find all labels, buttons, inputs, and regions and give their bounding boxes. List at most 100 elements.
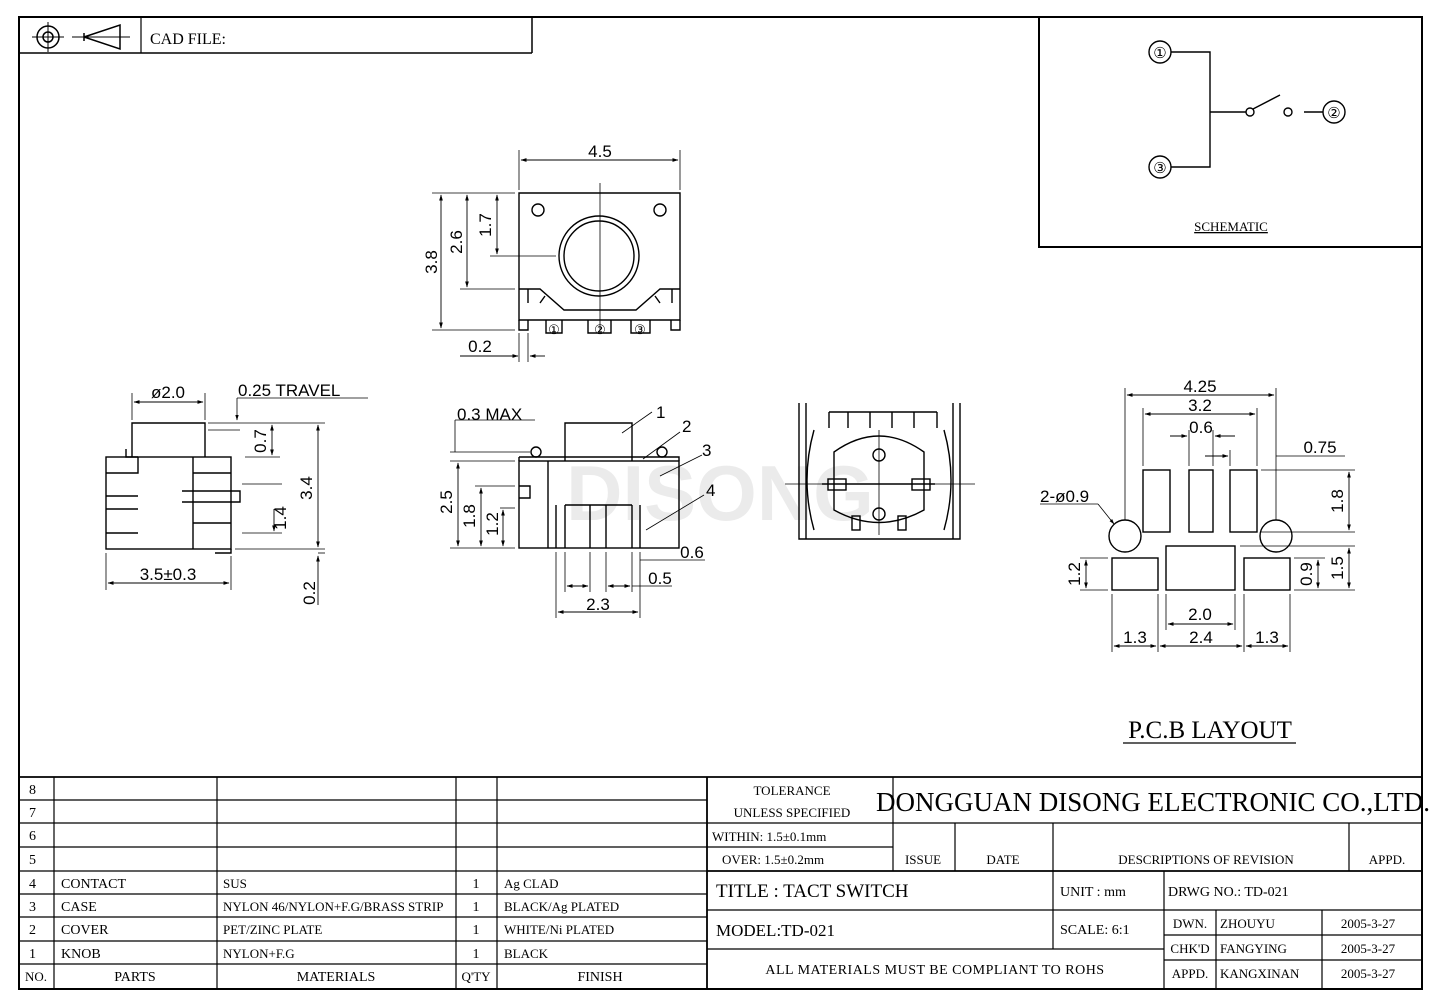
row-part: COVER [61, 923, 109, 938]
row-part: CONTACT [61, 877, 126, 892]
parts-table [19, 776, 1422, 989]
header-finish: FINISH [577, 970, 622, 985]
pcb-layout [1040, 388, 1355, 652]
row-no: 3 [29, 900, 36, 915]
dim-front-18: 1.8 [460, 504, 479, 528]
dim-pcb-32: 3.2 [1188, 396, 1212, 415]
dim-center-height: 1.7 [476, 213, 495, 237]
dim-diameter: ø2.0 [151, 383, 185, 402]
row-no: 4 [29, 877, 36, 892]
pin-label-2: ② [594, 322, 606, 337]
title-block-text: TOLERANCE UNLESS SPECIFIED WITHIN: 1.5±0… [712, 783, 1430, 981]
row-qty: 1 [473, 923, 480, 938]
parts-table-text: 8 7 6 5 4 3 2 1 CONTACT CASE COVER KNOB … [25, 783, 623, 985]
dim-travel: 0.25 TRAVEL [238, 381, 340, 400]
appd-header: APPD. [1369, 852, 1406, 867]
top-view [432, 150, 681, 362]
row-finish: BLACK [504, 946, 549, 961]
dim-height: 3.8 [422, 250, 441, 274]
dim-pcb-13a: 1.3 [1123, 628, 1147, 647]
drawing-number: DRWG NO.: TD-021 [1168, 885, 1289, 900]
row-material: NYLON 46/NYLON+F.G/BRASS STRIP [223, 899, 443, 914]
chk-name: FANGYING [1220, 941, 1287, 956]
dwn-name: ZHOUYU [1220, 916, 1275, 931]
dim-pcb-075: 0.75 [1303, 438, 1336, 457]
tolerance-within: WITHIN: 1.5±0.1mm [712, 829, 826, 844]
header-no: NO. [25, 969, 47, 984]
bottom-view [785, 403, 975, 540]
schematic-box: ① ③ ② SCHEMATIC [1038, 16, 1423, 248]
schematic-pin-1: ① [1153, 46, 1166, 62]
company-name: DONGGUAN DISONG ELECTRONIC CO.,LTD. [876, 787, 1430, 817]
header-strip: CAD FILE: [19, 17, 533, 54]
dim-front-23: 2.3 [586, 595, 610, 614]
tolerance-label: TOLERANCE [753, 783, 830, 798]
row-material: SUS [223, 876, 247, 891]
dim-pcb-holes: 2-ø0.9 [1040, 487, 1089, 506]
header-qty: Q'TY [461, 969, 491, 984]
front-view [450, 411, 705, 618]
pin-label-1: ① [548, 322, 560, 337]
schematic-pin-2: ② [1327, 106, 1340, 122]
dim-front-12: 1.2 [483, 512, 502, 536]
dim-pcb-06: 0.6 [1189, 418, 1213, 437]
tolerance-over: OVER: 1.5±0.2mm [722, 852, 824, 867]
schematic-pin-3: ③ [1153, 161, 1166, 177]
dim-front-25: 2.5 [437, 490, 456, 514]
description-header: DESCRIPTIONS OF REVISION [1118, 852, 1294, 867]
pin-label-3: ③ [634, 322, 646, 337]
dim-pcb-20: 2.0 [1188, 605, 1212, 624]
appd-date: 2005-3-27 [1341, 966, 1396, 981]
unless-specified-label: UNLESS SPECIFIED [734, 805, 851, 820]
date-header: DATE [986, 852, 1019, 867]
cad-file-label: CAD FILE: [150, 31, 226, 48]
dim-pcb-15: 1.5 [1328, 556, 1347, 580]
row-material: NYLON+F.G [223, 946, 295, 961]
header-parts: PARTS [114, 970, 155, 985]
callout-1: 1 [656, 403, 665, 422]
chk-date: 2005-3-27 [1341, 941, 1396, 956]
dim-pcb-13b: 1.3 [1255, 628, 1279, 647]
row-finish: WHITE/Ni PLATED [504, 922, 614, 937]
dwn-label: DWN. [1173, 916, 1207, 931]
unit-label: UNIT : mm [1060, 885, 1126, 900]
dim-offset: 0.2 [468, 337, 492, 356]
row-qty: 1 [473, 947, 480, 962]
row-qty: 1 [473, 900, 480, 915]
sheet-border [18, 16, 1423, 990]
dim-inner-height: 2.6 [447, 230, 466, 254]
appd-name: KANGXINAN [1220, 966, 1300, 981]
projection-symbol-icon [32, 22, 130, 52]
row-no: 5 [29, 853, 36, 868]
callout-3: 3 [702, 441, 711, 460]
row-no: 8 [29, 783, 36, 798]
side-view [105, 393, 368, 605]
appd-label: APPD. [1172, 966, 1209, 981]
dim-front-05: 0.5 [648, 569, 672, 588]
dim-pcb-425: 4.25 [1183, 377, 1216, 396]
dim-side-02: 0.2 [300, 581, 319, 605]
row-finish: Ag CLAD [504, 876, 559, 891]
schematic-label: SCHEMATIC [1194, 219, 1268, 234]
row-qty: 1 [473, 877, 480, 892]
dim-max: 0.3 MAX [457, 405, 522, 424]
row-no: 7 [29, 806, 36, 821]
model-label: MODEL:TD-021 [716, 921, 835, 940]
row-no: 1 [29, 947, 36, 962]
dim-width: 4.5 [588, 142, 612, 161]
scale-label: SCALE: 6:1 [1060, 923, 1130, 938]
dim-pcb-12: 1.2 [1065, 562, 1084, 586]
dim-pcb-09: 0.9 [1297, 562, 1316, 586]
dwn-date: 2005-3-27 [1341, 916, 1396, 931]
header-materials: MATERIALS [297, 970, 376, 985]
chk-label: CHK'D [1170, 941, 1209, 956]
dim-07: 0.7 [251, 429, 270, 453]
issue-header: ISSUE [905, 852, 941, 867]
dim-34: 3.4 [297, 476, 316, 500]
row-finish: BLACK/Ag PLATED [504, 899, 619, 914]
row-part: CASE [61, 900, 97, 915]
row-no: 2 [29, 923, 36, 938]
watermark: DISONG [566, 449, 874, 537]
dim-side-width: 3.5±0.3 [140, 565, 197, 584]
